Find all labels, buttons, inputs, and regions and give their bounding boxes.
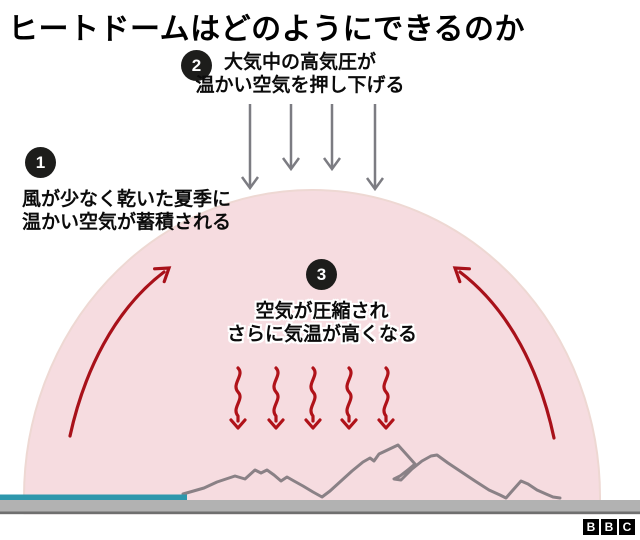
heat-wave-arrow-icon <box>377 366 395 430</box>
heat-wave-arrow-icon <box>267 366 285 430</box>
heat-wave-arrow-icon <box>304 366 322 430</box>
step-2-label: 大気中の高気圧が 温かい空気を押し下げる <box>140 51 460 97</box>
step-1-badge: 1 <box>25 147 56 178</box>
heat-wave-arrow-icon <box>340 366 358 430</box>
subsidence-arrow-icon <box>281 104 301 172</box>
subsidence-arrow-icon <box>365 104 385 192</box>
step-3-line2: さらに気温が高くなる <box>226 324 417 345</box>
footer-whitespace <box>0 514 640 540</box>
page-title: ヒートドームはどのようにできるのか <box>8 13 525 46</box>
ground-edge-line <box>0 511 640 515</box>
step-1-line2: 温かい空気が蓄積される <box>22 212 232 233</box>
heat-wave-arrow-icon <box>229 366 247 430</box>
bbc-logo-letter: B <box>583 519 599 535</box>
bbc-logo-letter: C <box>619 519 635 535</box>
step-1-line1: 風が少なく乾いた夏季に <box>22 189 232 210</box>
step-2-line1: 大気中の高気圧が <box>223 52 376 73</box>
subsidence-arrow-icon <box>240 104 260 191</box>
bbc-logo-letter: B <box>601 519 617 535</box>
ground-bar <box>0 500 640 512</box>
step-2-line2: 温かい空気を押し下げる <box>195 75 405 96</box>
rising-air-arrow-left-icon <box>68 266 172 438</box>
step-2-badge: 2 <box>181 50 212 81</box>
mountain-outline <box>181 443 562 500</box>
step-3-line1: 空気が圧縮され <box>255 301 389 322</box>
bbc-logo: B B C <box>583 519 635 535</box>
step-3-badge: 3 <box>306 259 337 290</box>
rising-air-arrow-right-icon <box>452 266 556 440</box>
step-3-label: 空気が圧縮され さらに気温が高くなる <box>162 300 482 346</box>
step-1-label: 風が少なく乾いた夏季に 温かい空気が蓄積される <box>22 188 231 234</box>
water-strip <box>0 494 187 500</box>
subsidence-arrow-icon <box>322 104 342 172</box>
